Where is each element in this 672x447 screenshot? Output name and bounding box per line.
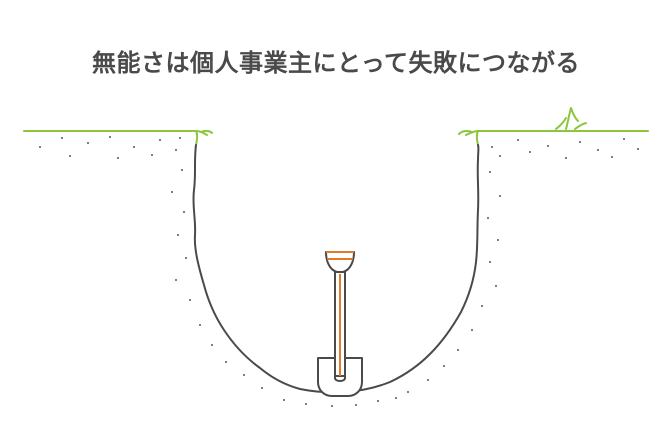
right-grass-line (458, 129, 649, 146)
right-ground (458, 107, 649, 146)
grass-tuft-icon (555, 107, 587, 130)
soil-texture (39, 136, 639, 407)
shovel-blade (317, 357, 363, 397)
shovel-grip (325, 251, 355, 273)
shovel-icon (317, 251, 363, 397)
page-title: 無能さは個人事業主にとって失敗につながる (91, 49, 581, 77)
left-grass-line (23, 129, 213, 146)
left-ground (23, 129, 213, 146)
